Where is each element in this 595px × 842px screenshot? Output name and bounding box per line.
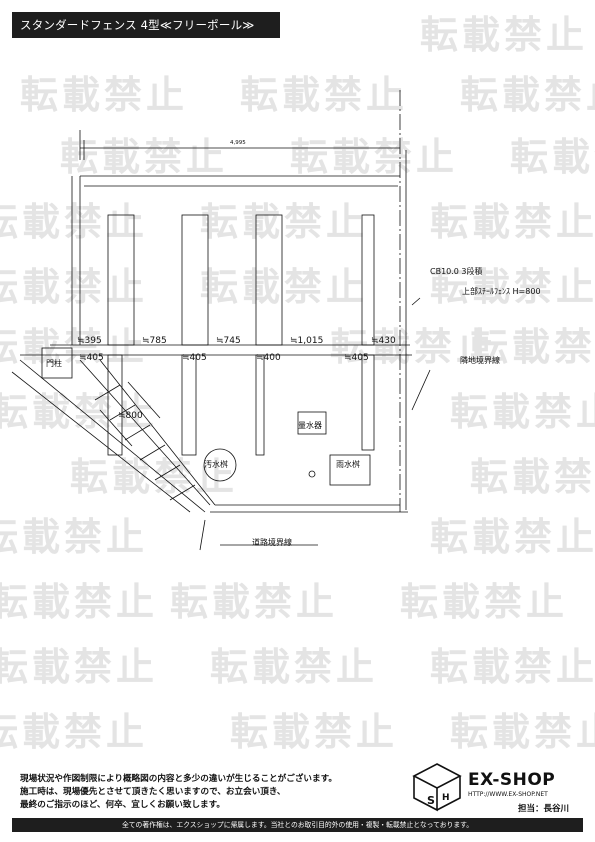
pier-4 (361, 214, 375, 346)
cube-logo-icon: S H (412, 763, 462, 812)
neighbor-boundary-label: 隣地境界線 (460, 355, 500, 365)
notice-line: 最終のご指示のほど、何卒、宜しくお願い致します。 (20, 800, 225, 810)
staff-label: 担当：長谷川 (518, 804, 570, 814)
company-logo: S H EX-SHOP HTTP://WWW.EX-SHOP.NET 担当：長谷… (410, 758, 582, 818)
water-meter-box (297, 411, 327, 435)
notice-line: 施工時は、現場優先とさせて頂きたく思いますので、お立会い頂き、 (20, 787, 286, 797)
dim-lower-4: ≒405 (344, 353, 369, 363)
sewage-basin-label: 汚水桝 (204, 459, 228, 469)
dim-lower-3: ≒400 (256, 353, 281, 363)
water-meter-label: 量水器 (298, 420, 322, 430)
dim-upper-5: ≒430 (371, 336, 396, 346)
rain-basin-label: 雨水桝 (336, 459, 360, 469)
svg-text:S: S (427, 794, 435, 807)
gate-post (41, 347, 73, 379)
page-title: スタンダードフェンス 4型≪フリーポール≫ (12, 12, 280, 38)
notice-line: 現場状況や作図制限により概略図の内容と多少の違いが生じることがございます。 (20, 774, 337, 784)
dim-upper-2: ≒785 (142, 336, 167, 346)
dim-diagonal: ≒800 (118, 411, 143, 421)
pier-1 (107, 214, 135, 346)
dim-upper-1: ≒395 (77, 336, 102, 346)
dim-upper-4: ≒1,015 (290, 336, 323, 346)
notice-block: 現場状況や作図制限により概略図の内容と多少の違いが生じることがございます。 施工… (20, 773, 400, 812)
block-spec-label: CB10.0 3段積 (430, 266, 483, 276)
dim-upper-3: ≒745 (216, 336, 241, 346)
dim-lower-1: ≒405 (79, 353, 104, 363)
logo-name: EX-SHOP (468, 770, 556, 790)
sewage-basin-circle (203, 448, 237, 482)
road-boundary-line (19, 359, 206, 513)
gate-post-label: 門柱 (46, 358, 62, 368)
copyright-footer: 全ての著作権は、エクスショップに帰属します。当社とのお取引目的外の使用・複製・転… (12, 818, 583, 832)
pier-2 (181, 214, 209, 346)
rain-basin (329, 454, 371, 486)
svg-text:H: H (442, 793, 450, 803)
dim-lower-2: ≒405 (182, 353, 207, 363)
pier-3 (255, 214, 283, 346)
overall-dim-label: 4,995 (230, 140, 246, 146)
logo-url: HTTP://WWW.EX-SHOP.NET (468, 791, 548, 798)
fence-spec-label: 上部ｽﾁｰﾙﾌｪﾝｽ H=800 (462, 286, 541, 296)
road-boundary-label: 道路境界線 (252, 537, 292, 547)
